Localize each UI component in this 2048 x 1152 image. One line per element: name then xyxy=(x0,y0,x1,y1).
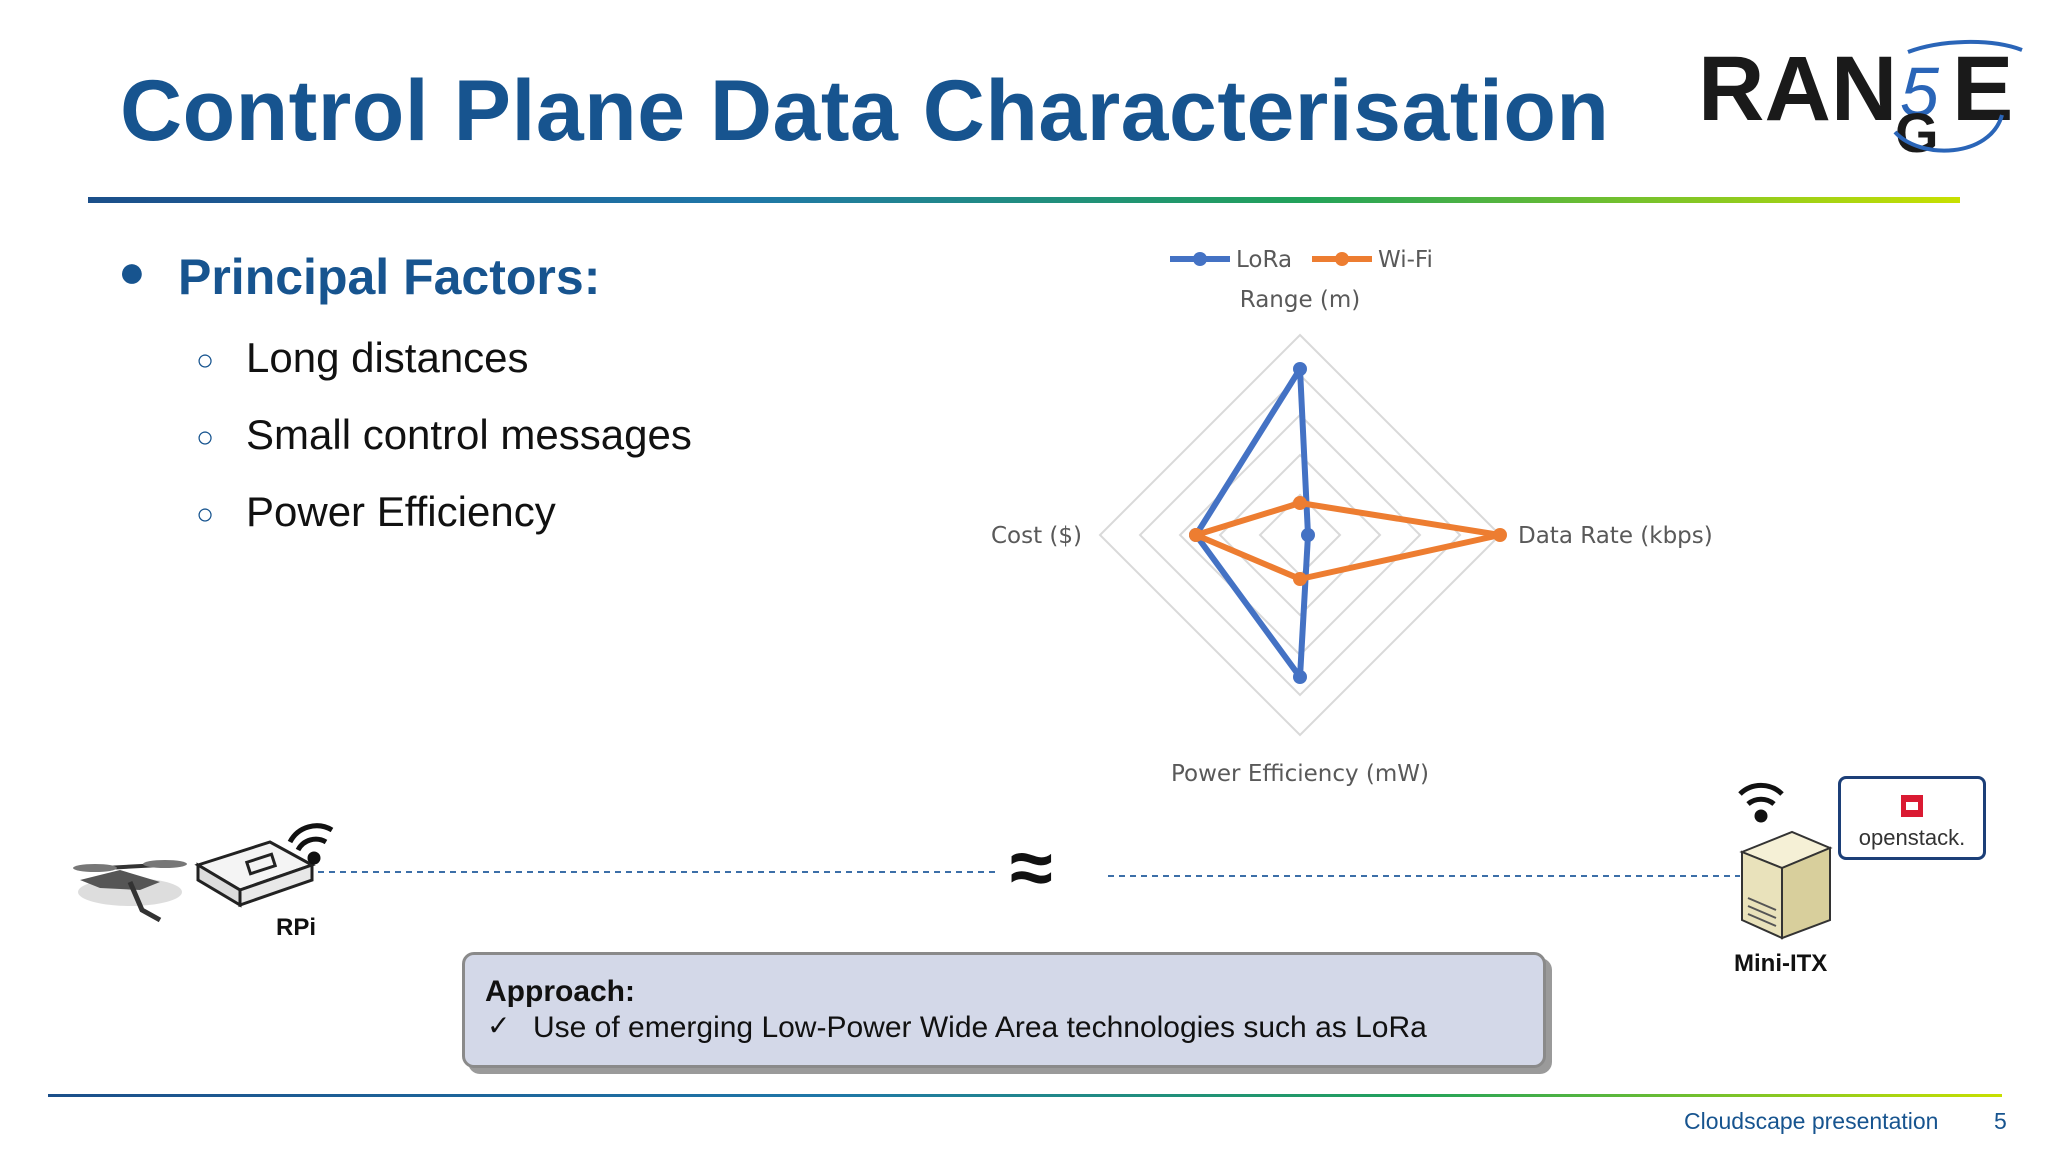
sub-bullet-text: Small control messages xyxy=(246,411,692,458)
legend-label: LoRa xyxy=(1236,247,1292,273)
radar-grid-ring xyxy=(1098,333,1502,737)
footer-divider xyxy=(48,1094,2002,1097)
range-logo: RAN 5 G E xyxy=(1698,38,2023,160)
legend-marker xyxy=(1193,252,1207,266)
radar-axis-label: Cost ($) xyxy=(991,523,1082,549)
sub-bullet-text: Power Efficiency xyxy=(246,488,556,535)
radar-data-point xyxy=(1293,670,1307,684)
openstack-icon xyxy=(1901,795,1923,817)
wifi-icon xyxy=(287,823,334,865)
radar-grid-ring xyxy=(1138,373,1462,697)
link-break-symbol: ≈ xyxy=(1010,823,1053,911)
title-divider xyxy=(88,197,1960,203)
server-icon xyxy=(1739,830,1833,940)
radar-data-point xyxy=(1493,528,1507,542)
wifi-icon xyxy=(1738,782,1784,823)
openstack-logo: openstack. xyxy=(1838,776,1986,860)
legend-marker xyxy=(1335,252,1349,266)
checkmark-icon: ✓ xyxy=(487,1010,511,1041)
radar-grid-ring xyxy=(1218,453,1382,617)
radar-data-point xyxy=(1293,572,1307,586)
hollow-circle-icon: ○ xyxy=(196,498,215,531)
mini-itx-label: Mini-ITX xyxy=(1734,950,1828,977)
rpi-label: RPi xyxy=(276,914,317,941)
radar-data-point xyxy=(1301,528,1315,542)
svg-text:RAN: RAN xyxy=(1698,38,1897,140)
rpi-device-icon xyxy=(194,840,316,908)
bullet-main-text: Principal Factors: xyxy=(178,249,601,305)
radar-axis-label: Range (m) xyxy=(1240,287,1361,313)
sub-bullet-text: Long distances xyxy=(246,334,529,381)
hollow-circle-icon: ○ xyxy=(196,421,215,454)
approach-box: Approach: ✓ Use of emerging Low-Power Wi… xyxy=(462,952,1546,1068)
bullet-dot-icon: ● xyxy=(118,245,146,297)
svg-text:E: E xyxy=(1952,38,2013,140)
radar-series-line xyxy=(1193,366,1311,680)
radar-data-point xyxy=(1293,362,1307,376)
radar-data-point xyxy=(1293,496,1307,510)
openstack-text: openstack. xyxy=(1858,825,1966,850)
legend-label: Wi-Fi xyxy=(1378,247,1433,273)
svg-text:5: 5 xyxy=(1900,53,1940,131)
slide-title: Control Plane Data Characterisation xyxy=(120,63,1610,159)
footer-text: Cloudscape presentation xyxy=(1684,1108,1939,1134)
approach-heading: Approach: xyxy=(485,975,635,1008)
hollow-circle-icon: ○ xyxy=(196,344,215,377)
network-diagram: ≈ xyxy=(73,782,1833,940)
page-number: 5 xyxy=(1994,1108,2007,1134)
radar-axis-label: Power Efficiency (mW) xyxy=(1171,761,1429,787)
radar-chart: Range (m) Data Rate (kbps) Power Efficienc… xyxy=(991,247,1713,787)
radar-data-point xyxy=(1189,528,1203,542)
radar-grid-ring xyxy=(1178,413,1422,657)
approach-item: Use of emerging Low-Power Wide Area tech… xyxy=(533,1011,1427,1044)
drone-icon xyxy=(73,860,187,923)
radar-axis-label: Data Rate (kbps) xyxy=(1518,523,1713,549)
